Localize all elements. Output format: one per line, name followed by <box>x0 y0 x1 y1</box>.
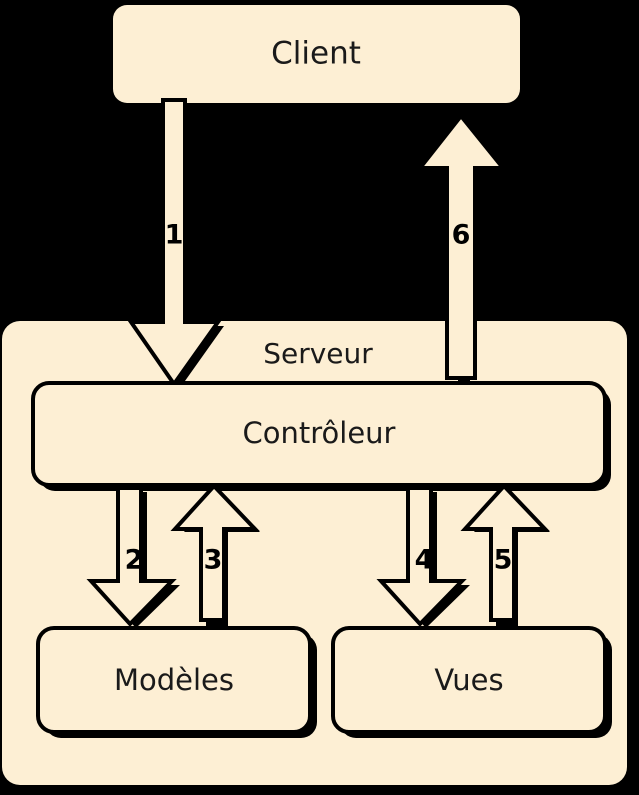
node-controleur[interactable]: Contrôleur <box>31 381 611 491</box>
node-client[interactable]: Client <box>113 5 525 108</box>
arrow-3-label: 3 <box>204 545 223 576</box>
modeles-box-shape <box>36 626 312 734</box>
arrow-3-shape <box>170 483 260 622</box>
vues-box-shape <box>331 626 607 734</box>
arrow-5[interactable]: 5 <box>460 483 550 626</box>
arrow-1-shape <box>127 98 222 388</box>
arrow-2[interactable]: 2 <box>86 486 180 628</box>
node-vues[interactable]: Vues <box>331 626 612 738</box>
arrow-4-label: 4 <box>415 545 434 576</box>
arrow-5-shape <box>460 483 550 622</box>
client-box-shape <box>113 5 520 103</box>
arrow-3[interactable]: 3 <box>170 483 260 626</box>
arrow-4-shape <box>376 486 467 627</box>
arrow-6[interactable]: 6 <box>415 112 508 382</box>
node-modeles[interactable]: Modèles <box>36 626 317 738</box>
modeles-label: Modèles <box>114 663 234 697</box>
arrow-5-label: 5 <box>494 545 513 576</box>
arrow-6-label: 6 <box>452 220 471 251</box>
controleur-label: Contrôleur <box>243 416 396 450</box>
arrow-2-shape <box>86 486 177 627</box>
arrow-1-label: 1 <box>165 220 184 251</box>
arrow-2-label: 2 <box>125 545 144 576</box>
arrow-6-shape <box>415 112 508 380</box>
arrow-1[interactable]: 1 <box>127 98 224 388</box>
client-label: Client <box>271 36 361 72</box>
serveur-label: Serveur <box>263 337 373 370</box>
arrow-4[interactable]: 4 <box>376 486 470 628</box>
controleur-box-shape <box>31 381 607 487</box>
vues-label: Vues <box>434 663 503 697</box>
